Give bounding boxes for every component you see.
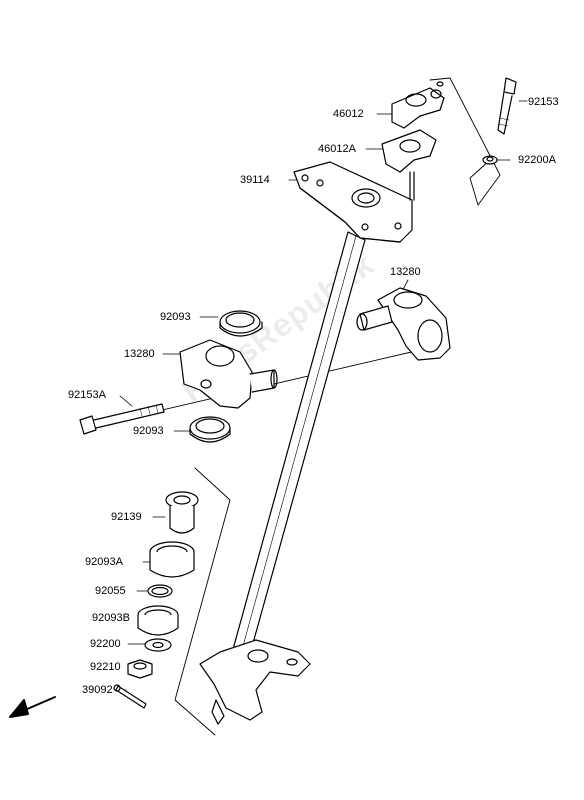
label-92153[interactable]: 92153 [528,96,559,108]
shaft-holder-right [356,287,451,361]
label-39114[interactable]: 39114 [240,174,270,186]
nut-92210 [127,659,153,679]
seal-92093A [149,541,195,578]
bolt-92153 [497,77,517,135]
label-92200[interactable]: 92200 [90,638,121,650]
label-92093A[interactable]: 92093A [85,556,123,568]
seal-92093-upper [219,310,263,337]
seal-92093B [137,605,179,636]
label-92210[interactable]: 92210 [90,661,121,673]
steering-shaft [223,231,366,691]
o-ring-92055 [147,584,173,598]
assembly-guide-lines [84,77,501,736]
label-46012[interactable]: 46012 [333,108,364,120]
cotter-pin-39092 [113,684,147,709]
washer-92200A [482,155,498,165]
bush-92139 [165,491,199,534]
label-92153A[interactable]: 92153A [68,389,106,401]
bolt-92153A [79,403,165,435]
washer-92200 [144,638,172,652]
label-46012A[interactable]: 46012A [318,143,356,155]
label-13280-right[interactable]: 13280 [390,266,421,278]
label-92139[interactable]: 92139 [111,511,142,523]
label-13280-left[interactable]: 13280 [124,348,155,360]
top-clamp-plate [293,161,413,243]
label-92093-lower[interactable]: 92093 [133,425,164,437]
label-92093-upper[interactable]: 92093 [160,311,191,323]
label-92093B[interactable]: 92093B [92,612,130,624]
seal-92093-lower [189,416,231,443]
front-direction-arrow [9,696,56,718]
pitman-arm [199,639,311,725]
label-39092[interactable]: 39092 [82,684,113,696]
label-92055[interactable]: 92055 [95,585,126,597]
shaft-holder-left [179,339,278,409]
handlebar-holder-upper [391,81,445,129]
label-92200A[interactable]: 92200A [518,154,556,166]
handlebar-holder-lower [381,129,437,201]
